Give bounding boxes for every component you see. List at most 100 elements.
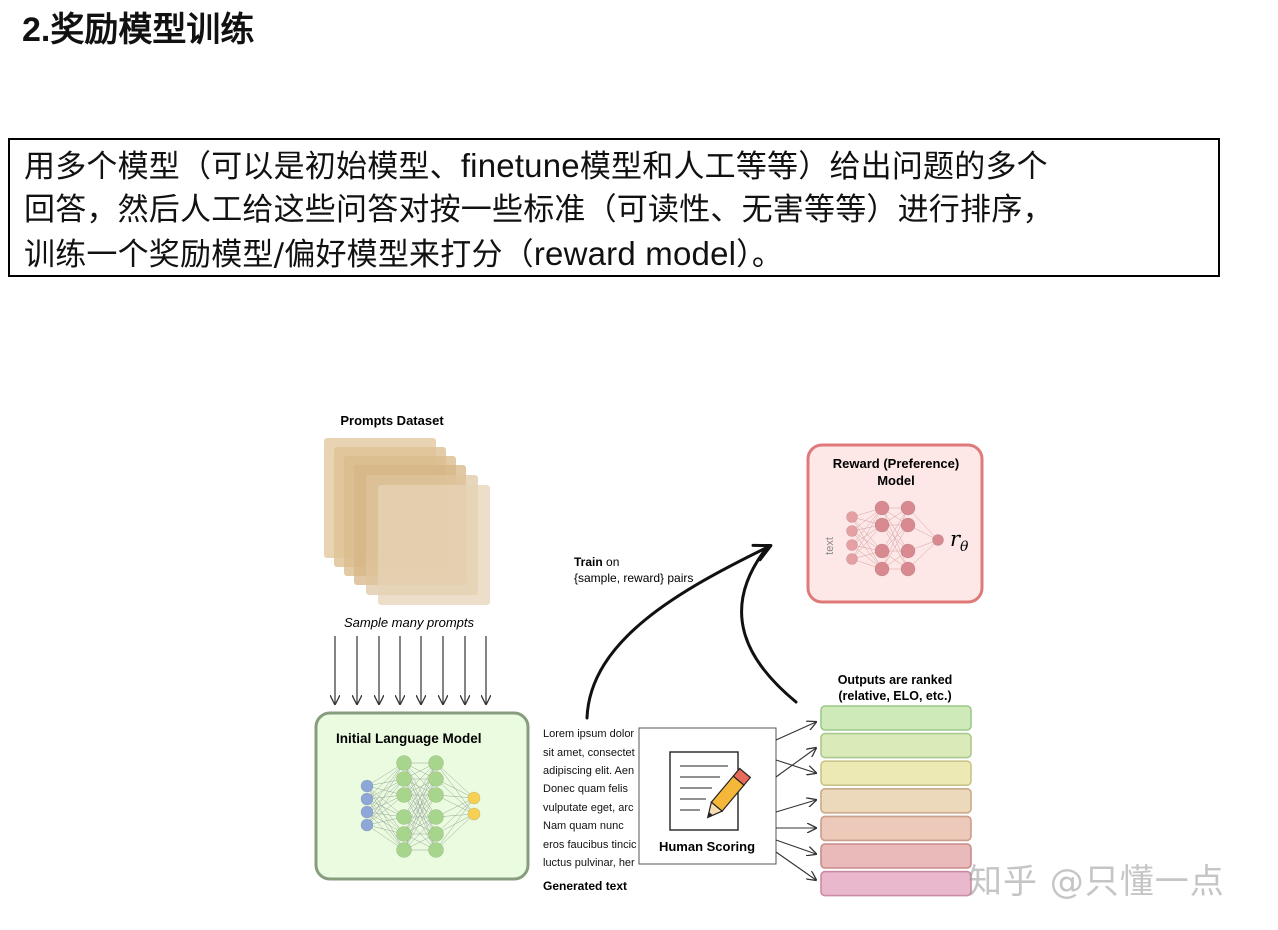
network-node	[874, 543, 890, 559]
network-node	[360, 805, 374, 819]
rank-arrow	[775, 759, 816, 773]
description-line-3: 训练一个奖励模型/偏好模型来打分（reward model）。	[24, 232, 1210, 275]
network-node	[900, 500, 916, 516]
description-text: 模型和人工等等）给出问题的多个	[579, 149, 1048, 185]
train-pairs-label: {sample, reward} pairs	[574, 571, 693, 585]
network-node	[396, 809, 412, 825]
initial-lm-network-icon	[360, 755, 481, 858]
network-node	[874, 500, 890, 516]
network-edge	[851, 507, 883, 560]
network-node	[846, 539, 858, 551]
network-node	[428, 842, 444, 858]
section-number: 2.	[22, 11, 51, 49]
network-node	[900, 517, 916, 533]
network-edge	[366, 762, 405, 826]
generated-text-line: eros faucibus tincic	[543, 839, 637, 851]
network-node	[396, 826, 412, 842]
ranked-output-bar	[820, 870, 972, 897]
train-label: Train on	[574, 555, 619, 569]
network-edge	[366, 778, 405, 826]
network-edge	[366, 785, 405, 851]
network-edge	[366, 785, 405, 818]
reward-output-symbol: rθ	[950, 527, 969, 555]
network-edge	[366, 794, 405, 826]
pencil-icon	[706, 767, 752, 819]
rank-arrow	[775, 851, 816, 880]
initial-lm-label: Initial Language Model	[336, 731, 482, 746]
generated-text-line: Nam quam nunc	[543, 820, 624, 832]
prompts-dataset-label: Prompts Dataset	[340, 413, 444, 428]
description-box: 用多个模型（可以是初始模型、finetune模型和人工等等）给出问题的多个 回答…	[8, 138, 1220, 277]
description-text: 训练一个奖励模型/偏好模型来打分（	[24, 237, 534, 273]
network-edge	[851, 507, 883, 546]
ranking-arrows	[775, 722, 816, 880]
network-node	[900, 561, 916, 577]
network-node	[428, 787, 444, 803]
network-node	[360, 779, 374, 793]
network-edge	[435, 797, 475, 851]
network-node	[396, 771, 412, 787]
reward-model-network-icon	[846, 500, 944, 577]
network-node	[932, 534, 944, 546]
outputs-ranked-sublabel: (relative, ELO, etc.)	[838, 689, 951, 703]
network-edge	[366, 798, 405, 851]
generated-text-line: sit amet, consectet	[543, 747, 635, 759]
ranked-outputs	[820, 705, 972, 897]
network-edge	[435, 797, 475, 835]
train-label-rest: on	[603, 555, 620, 569]
rank-arrow	[775, 722, 816, 741]
document-pencil-icon	[669, 751, 752, 831]
network-node	[846, 525, 858, 537]
prompts-dataset-stack	[324, 438, 490, 605]
network-edge	[366, 811, 405, 851]
reward-input-label: text	[824, 537, 836, 555]
generated-text-line: adipiscing elit. Aen	[543, 765, 634, 777]
network-node	[428, 826, 444, 842]
watermark: 知乎 @只懂一点	[968, 862, 1225, 902]
rank-curve-line	[740, 548, 798, 704]
network-node	[846, 553, 858, 565]
network-node	[360, 818, 374, 832]
train-curve-arrow	[585, 543, 773, 720]
network-node	[900, 543, 916, 559]
prompt-card	[378, 485, 490, 605]
description-text: 用多个模型（可以是初始模型、	[24, 149, 461, 185]
network-node	[428, 809, 444, 825]
ranked-output-bar	[820, 787, 972, 814]
sample-prompts-label: Sample many prompts	[344, 615, 475, 630]
description-line-2: 回答，然后人工给这些问答对按一些标准（可读性、无害等等）进行排序，	[24, 192, 1054, 228]
network-node	[874, 561, 890, 577]
description-text: reward model	[533, 235, 737, 272]
generated-text-line: Donec quam felis	[543, 783, 628, 795]
sample-arrows	[335, 636, 486, 704]
human-scoring-label: Human Scoring	[659, 839, 755, 854]
reward-symbol-theta: θ	[960, 539, 969, 555]
reward-symbol-r: r	[950, 527, 962, 551]
network-edge	[366, 778, 405, 813]
network-edge	[881, 507, 909, 552]
network-edge	[851, 516, 883, 552]
ranked-output-bar	[820, 815, 972, 842]
generated-text-block: Lorem ipsum dolor sit amet, consectet ad…	[543, 728, 637, 869]
description-text: finetune	[460, 147, 580, 184]
rank-arrow	[775, 800, 816, 813]
generated-text-label: Generated text	[543, 879, 627, 893]
network-edge	[366, 762, 405, 813]
network-edge	[881, 507, 909, 570]
network-edge	[435, 762, 475, 799]
network-node	[846, 511, 858, 523]
network-edge	[881, 524, 909, 570]
rank-arrow	[775, 748, 816, 778]
network-node	[467, 791, 481, 805]
generated-text-line: vulputate eget, arc	[543, 802, 634, 814]
network-edge	[366, 762, 405, 800]
ranked-output-bar	[820, 760, 972, 787]
network-edge	[851, 530, 883, 570]
network-edge	[851, 516, 883, 570]
section-heading: 2.奖励模型训练	[22, 6, 254, 54]
network-edge	[403, 794, 437, 851]
rank-arrow	[775, 839, 816, 854]
reward-model-label-2: Model	[877, 473, 915, 488]
network-edge	[403, 816, 437, 851]
